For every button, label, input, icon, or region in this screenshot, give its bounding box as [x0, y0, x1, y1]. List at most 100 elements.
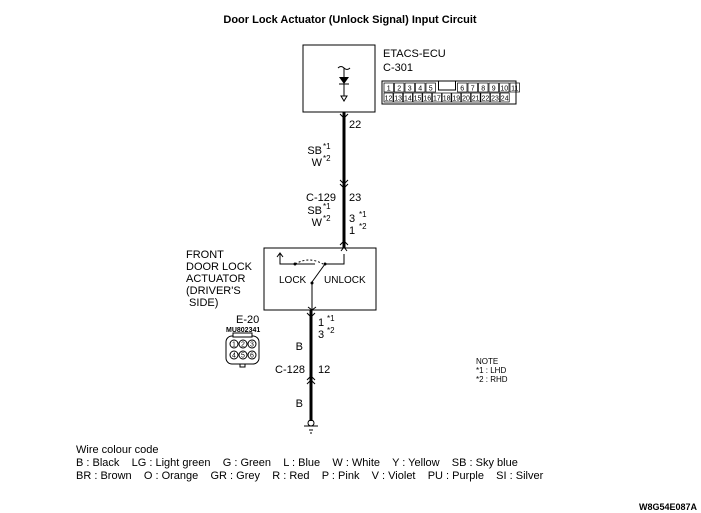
pin-number: 3	[408, 86, 412, 93]
ecu-connector: C-301	[383, 62, 413, 74]
pin-number: 4	[418, 86, 422, 93]
pin-cell	[432, 92, 442, 103]
pin-number: 8	[481, 86, 485, 93]
pin-cell	[461, 92, 471, 103]
e20-part-number: MU802341	[226, 327, 260, 334]
pin-number: 2	[397, 86, 401, 93]
legend-row: BR : Brown O : Orange GR : Grey R : Red …	[76, 470, 544, 482]
pin-cell	[415, 82, 426, 93]
actuator-label-line: (DRIVER'S	[186, 285, 241, 297]
pin-number: 18	[443, 96, 451, 103]
pin-cell	[509, 82, 520, 93]
pin-number: 3	[250, 342, 254, 349]
pin-cell	[383, 82, 394, 93]
actuator-name: FRONT DOOR LOCK ACTUATOR (DRIVER'S SIDE)	[186, 249, 253, 309]
actuator-label-line: DOOR LOCK	[186, 261, 253, 273]
star-1: *1	[323, 202, 331, 211]
c129-label: C-129	[306, 192, 336, 204]
star-2: *2	[327, 326, 335, 335]
connector-c128-icon	[306, 375, 316, 385]
pin-cell	[470, 92, 481, 103]
c128-label: C-128	[275, 364, 305, 376]
star-2: *2	[323, 214, 331, 223]
unlock-label: UNLOCK	[324, 275, 366, 286]
pin-number: 1	[232, 342, 236, 349]
note-rhd: *2 : RHD	[476, 375, 508, 384]
wire-color: B	[296, 398, 303, 410]
pin-number: 7	[471, 86, 475, 93]
ecu-name: ETACS-ECU	[383, 48, 446, 60]
pin-number: 5	[429, 86, 433, 93]
ground-arrow-icon	[340, 95, 348, 102]
ground-icon	[304, 419, 318, 434]
pin-number: 6	[250, 353, 254, 360]
pin-number: 16	[423, 96, 431, 103]
etacs-ecu	[302, 44, 376, 113]
star-1: *1	[323, 142, 331, 151]
pin-cell	[425, 82, 436, 93]
star-2: *2	[359, 222, 367, 231]
wire-color-rhd: W	[312, 157, 323, 169]
pin-number: 23	[491, 96, 499, 103]
e20-label: E-20	[236, 314, 259, 326]
pin-number: 11	[511, 86, 518, 93]
pin-cell	[490, 92, 500, 103]
pin-number: 14	[404, 96, 412, 103]
wire-color-lhd: SB	[307, 205, 322, 217]
legend-row: B : Black LG : Light green G : Green L :…	[76, 457, 518, 469]
pin-cell	[238, 350, 248, 360]
pin-number: 20	[462, 96, 470, 103]
pin-cell	[247, 350, 257, 360]
figure-id: W8G54E087A	[639, 502, 698, 512]
actuator-terminal-rhd: 1	[349, 225, 355, 237]
pin-number: 5	[241, 353, 245, 360]
pin-cell	[403, 92, 413, 103]
c128-terminal: 12	[318, 364, 330, 376]
note-lhd: *1 : LHD	[476, 366, 506, 375]
actuator-label-line: SIDE)	[186, 297, 218, 309]
actuator-terminal-lhd: 3	[349, 213, 355, 225]
actuator-label-line: FRONT	[186, 249, 224, 261]
actuator-label-line: ACTUATOR	[186, 273, 246, 285]
pin-number: 19	[452, 96, 460, 103]
pin-number: 22	[481, 96, 489, 103]
pin-cell	[229, 350, 239, 360]
pin-number: 10	[500, 86, 508, 93]
pin-number: 2	[241, 342, 245, 349]
pin-number: 1	[387, 86, 391, 93]
pin-number: 13	[394, 96, 402, 103]
pin-cell	[393, 92, 404, 103]
legend-title: Wire colour code	[76, 444, 159, 456]
pin-cell	[412, 92, 423, 103]
door-lock-actuator	[263, 246, 377, 311]
star-1: *1	[327, 314, 335, 323]
pin-cell	[451, 92, 462, 103]
wire-color-rhd: W	[312, 217, 323, 229]
pin-number: 15	[414, 96, 422, 103]
pin-cell	[488, 82, 499, 93]
actuator-terminal-lhd: 1	[318, 317, 324, 329]
pin-number: 9	[492, 86, 496, 93]
pin-cell	[394, 82, 405, 93]
pin-cell	[480, 92, 491, 103]
ecu-terminal: 22	[349, 119, 361, 131]
diagram-title: Door Lock Actuator (Unlock Signal) Input…	[223, 14, 477, 26]
pin-number: 12	[385, 96, 393, 103]
lock-label: LOCK	[279, 275, 307, 286]
star-1: *1	[359, 210, 367, 219]
pin-cell	[499, 82, 510, 93]
pin-cell	[383, 92, 394, 103]
pin-cell	[229, 339, 239, 349]
pin-cell	[404, 82, 415, 93]
wire-color-lhd: SB	[307, 145, 322, 157]
star-2: *2	[323, 154, 331, 163]
connector-key	[438, 80, 456, 91]
pin-number: 6	[460, 86, 464, 93]
connector-c129-icon	[339, 179, 349, 189]
note-title: NOTE	[476, 357, 498, 366]
c129-terminal: 23	[349, 192, 361, 204]
pin-cell	[238, 339, 248, 349]
